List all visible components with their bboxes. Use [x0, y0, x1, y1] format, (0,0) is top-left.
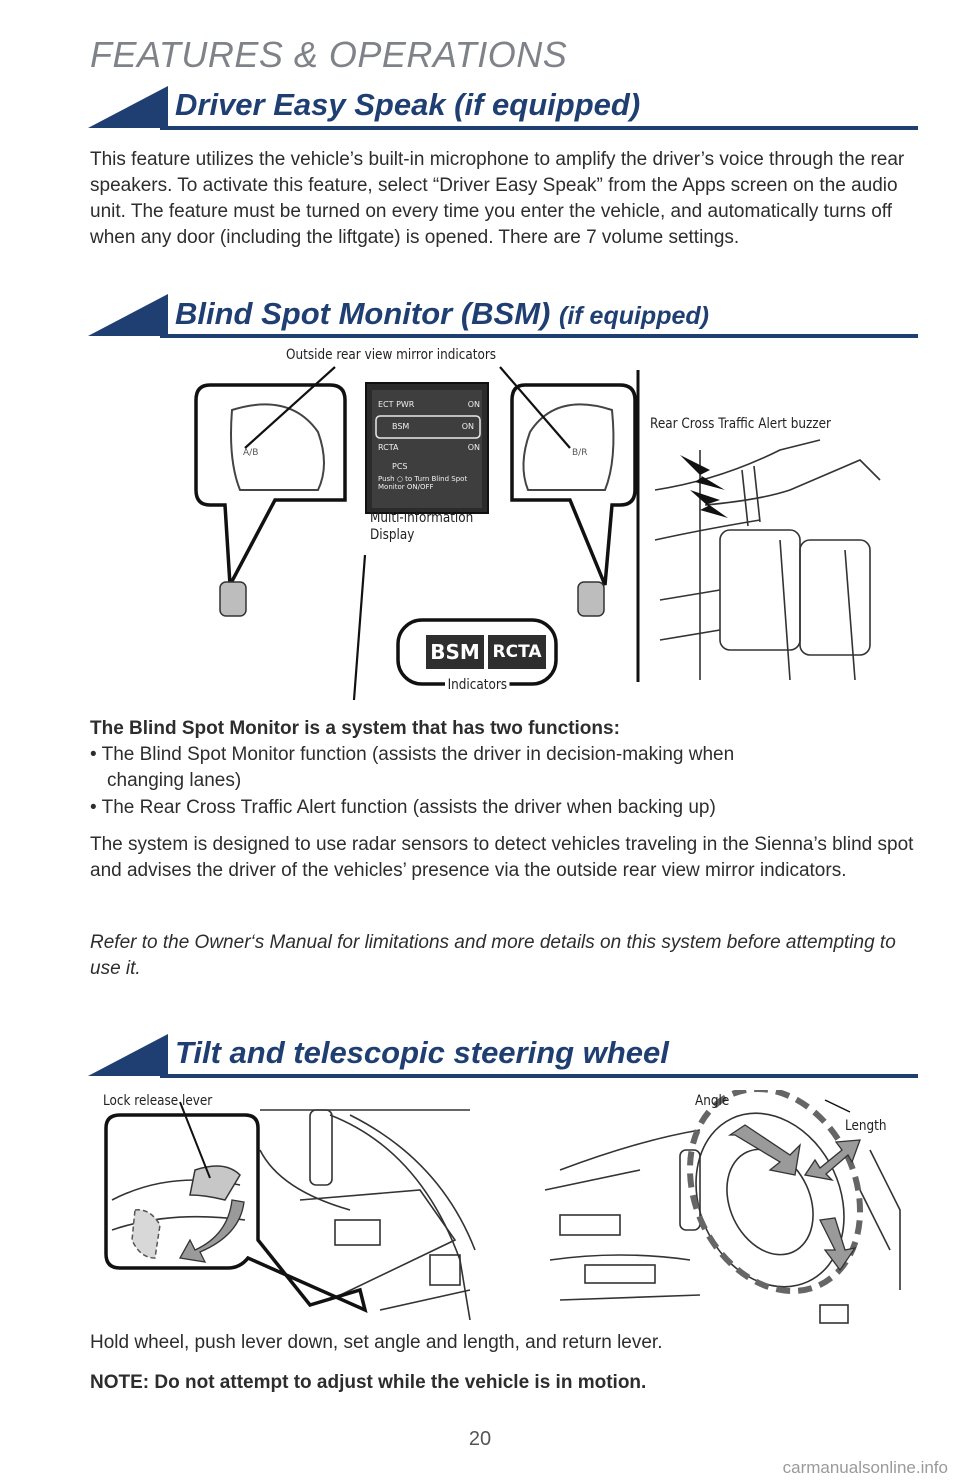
- label-mid: Multi-information Display: [370, 510, 473, 544]
- mid-screen-text: ECT PWR ON BSM ON RCTA ON PCS Push ○ to …: [378, 393, 480, 492]
- label-mid-line2: Display: [370, 527, 415, 543]
- driver-easy-speak-body: This feature utilizes the vehicle’s buil…: [90, 149, 905, 248]
- steering-note: NOTE: Do not attempt to adjust while the…: [90, 1372, 647, 1393]
- section-heading: Tilt and telescopic steering wheel: [175, 1035, 669, 1070]
- label-rcta-buzzer: Rear Cross Traffic Alert buzzer: [650, 416, 831, 432]
- svg-text:A/B: A/B: [243, 448, 258, 458]
- bsm-body: The system is designed to use radar sens…: [90, 834, 914, 881]
- left-mirror-callout: A/B: [194, 383, 347, 617]
- left-view: [259, 1109, 476, 1321]
- svg-text:B/R: B/R: [572, 448, 587, 458]
- angle-arrow-lower: [819, 1217, 857, 1272]
- bsm-badge: BSM: [430, 640, 480, 664]
- mid-row-value: ON: [467, 442, 480, 452]
- watermark: carmanualsonline.info: [782, 1458, 948, 1477]
- bsm-bullet-2: • The Rear Cross Traffic Alert function …: [90, 797, 716, 818]
- section-rule: [160, 1074, 918, 1078]
- page-number: 20: [468, 1428, 492, 1450]
- section-title-driver-easy-speak: Driver Easy Speak (if equipped): [0, 82, 960, 142]
- mid-row: ECT PWR ON: [378, 393, 480, 415]
- mid-row-label: RCTA: [378, 442, 399, 452]
- mid-screen: [365, 382, 489, 514]
- steering-illustration: [104, 1090, 901, 1324]
- page-header: FEATURES & OPERATIONS: [90, 34, 568, 75]
- bsm-intro: The Blind Spot Monitor is a system that …: [90, 718, 620, 739]
- lock-lever-callout: [104, 1101, 368, 1314]
- buzzer-icon: [680, 455, 728, 518]
- section-heading: Driver Easy Speak (if equipped): [175, 87, 641, 122]
- section-rule: [160, 334, 918, 338]
- mid-row: PCS: [378, 457, 480, 475]
- bsm-bullet-1: • The Blind Spot Monitor function (assis…: [90, 744, 735, 765]
- section-rule: [160, 126, 918, 130]
- rcta-badge: RCTA: [492, 642, 542, 662]
- mid-row-value: ON: [461, 421, 474, 431]
- bsm-illustration: A/B B/R: [194, 366, 881, 700]
- section-heading-main: Blind Spot Monitor (BSM): [175, 296, 551, 331]
- mid-row-value: ON: [467, 399, 480, 409]
- angle-arrow: [727, 1124, 801, 1176]
- mid-row: RCTA ON: [378, 437, 480, 457]
- mid-row-label: ECT PWR: [378, 399, 415, 409]
- steering-body: Hold wheel, push lever down, set angle a…: [90, 1332, 663, 1353]
- label-indicators: Indicators: [445, 677, 510, 693]
- bsm-note: Refer to the Owner‘s Manual for limitati…: [90, 932, 896, 979]
- mid-row: BSM ON: [378, 415, 480, 437]
- mid-row-label: BSM: [392, 421, 410, 431]
- section-heading: Blind Spot Monitor (BSM) (if equipped): [175, 296, 709, 332]
- label-mirror-indicators: Outside rear view mirror indicators: [286, 347, 497, 363]
- section-title-bsm: Blind Spot Monitor (BSM) (if equipped): [0, 290, 960, 350]
- mid-row-label: PCS: [392, 461, 408, 471]
- label-angle: Angle: [695, 1093, 730, 1109]
- rear-seat-illustration: [654, 439, 881, 681]
- section-tab: [88, 86, 168, 128]
- section-tab: [88, 294, 168, 336]
- section-tab: [88, 1034, 168, 1076]
- length-arrow: [803, 1139, 861, 1182]
- label-lock-release: Lock release lever: [103, 1093, 213, 1109]
- label-mid-line1: Multi-information: [370, 510, 474, 526]
- mid-screen-note: Push ○ to Turn Blind Spot Monitor ON/OFF: [378, 475, 468, 491]
- bsm-bullet-1-cont: changing lanes): [107, 770, 242, 791]
- label-length: Length: [845, 1118, 887, 1134]
- section-title-steering: Tilt and telescopic steering wheel: [0, 1030, 960, 1090]
- right-view: [544, 1112, 901, 1324]
- right-mirror-callout: B/R: [510, 383, 637, 617]
- section-heading-suffix: (if equipped): [559, 302, 709, 330]
